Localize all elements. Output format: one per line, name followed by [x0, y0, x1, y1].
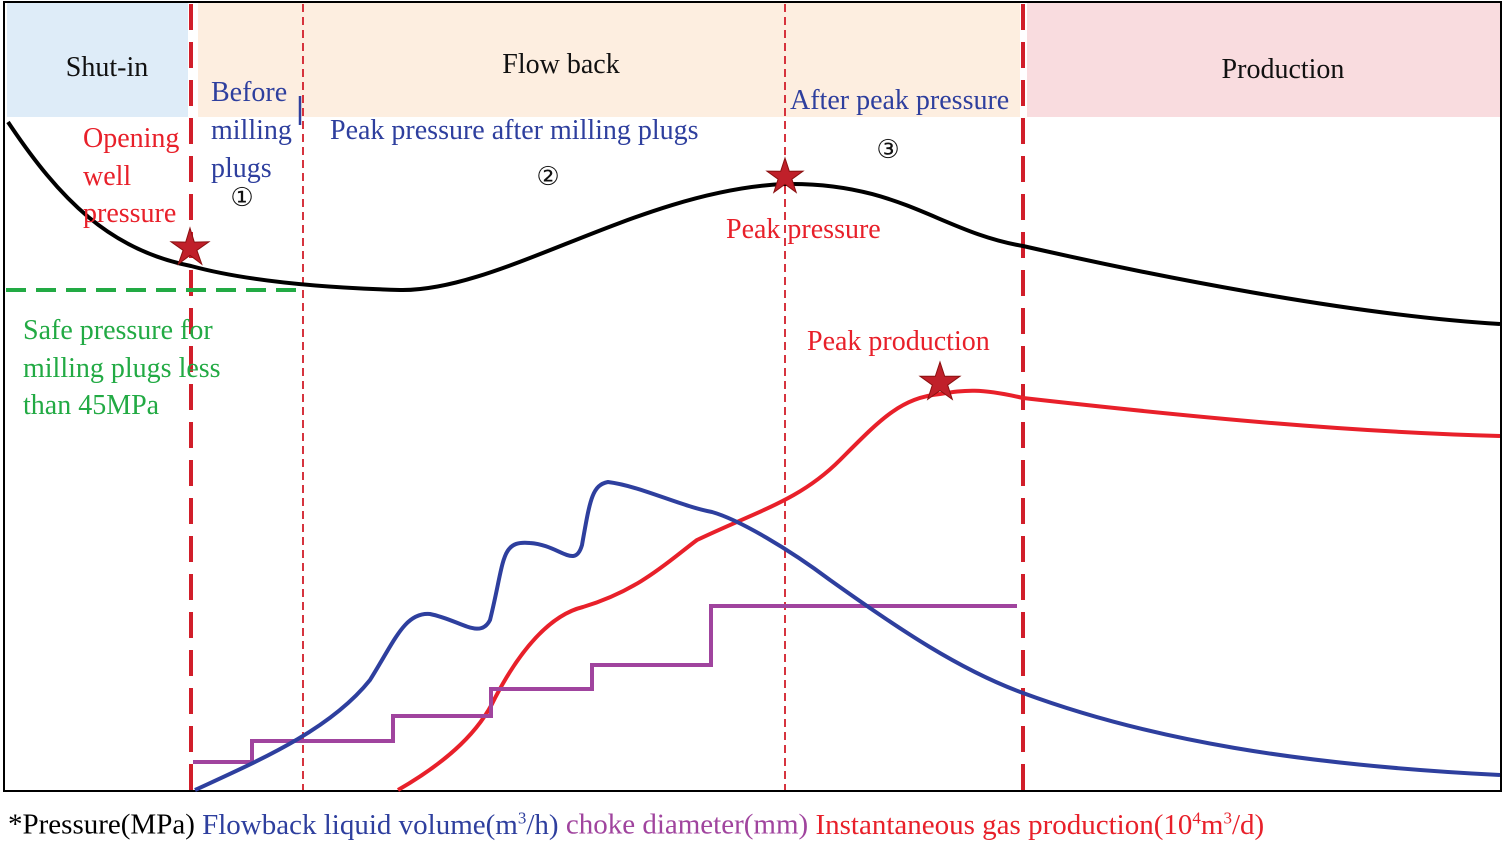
safe-pressure-label: Safe pressure for milling plugs less tha…: [23, 315, 228, 421]
legend-liquid: Flowback liquid volume(m3/h): [202, 808, 559, 841]
gas-production-curve: [397, 388, 1501, 792]
stage-2-number: ②: [536, 162, 559, 192]
stage-1-number: ①: [230, 183, 253, 213]
peak-pressure-label: Peak pressure: [726, 214, 881, 245]
opening-well-pressure-label: Opening well pressure: [83, 123, 186, 229]
phase-flow-back-label: Flow back: [502, 49, 619, 80]
legend-pressure: *Pressure(MPa): [8, 808, 195, 841]
shut-in-band: [7, 3, 188, 117]
legend: *Pressure(MPa) Flowback liquid volume(m3…: [8, 808, 1264, 842]
phase-shut-in-label: Shut-in: [66, 52, 148, 83]
plot-frame: [3, 1, 1502, 792]
flow-back-band: [198, 3, 1020, 117]
stage-2-label: Peak pressure after milling plugs: [330, 115, 699, 146]
phase-production-label: Production: [1222, 54, 1345, 85]
choke-diameter-steps: [193, 604, 1017, 764]
star-peak-production: [918, 360, 962, 401]
stage-3-number: ③: [876, 135, 899, 165]
legend-choke: choke diameter(mm): [565, 808, 809, 841]
flowback-liquid-curve: [194, 479, 1501, 792]
star-peak-pressure: [765, 156, 805, 194]
flowback-diagram: Shut-in Flow back Production Before mill…: [3, 1, 1502, 792]
production-band: [1027, 3, 1500, 117]
legend-gas: Instantaneous gas production(104m3/d): [815, 808, 1265, 841]
star-opening-pressure: [169, 226, 211, 266]
pressure-curve: [6, 120, 1501, 326]
stage-3-label: After peak pressure: [790, 85, 1009, 116]
peak-production-label: Peak production: [807, 326, 990, 357]
stage-1-label: Before milling plugs: [211, 77, 299, 184]
